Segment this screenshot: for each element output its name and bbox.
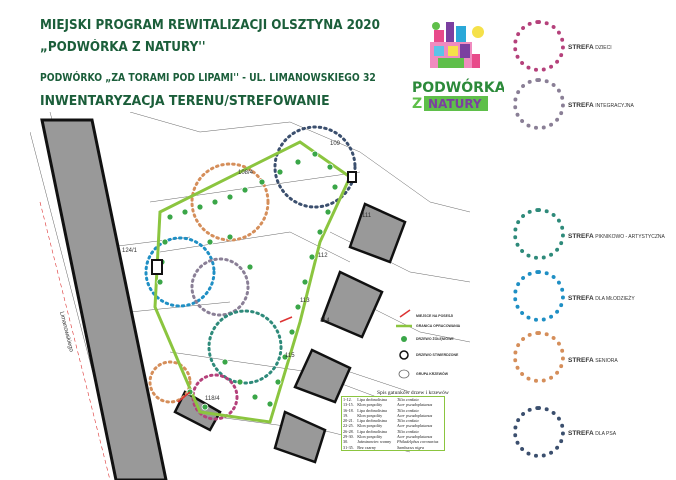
legend-label-drzewo-zoleniowe: DRZEWO ŻÓŁĘNIOWE xyxy=(416,337,454,341)
species-name-latin: Acer pseudoplatanus xyxy=(397,423,433,429)
species-name-pl: Klon pospolity xyxy=(357,402,383,408)
map-legend-icons xyxy=(396,309,412,379)
tree-markers xyxy=(156,150,339,411)
species-row: 19. Klon pospolity Acer pseudoplatanus xyxy=(342,413,445,418)
logo-word-podworka: PODWÓRKA xyxy=(412,78,504,96)
species-number: 22-25. xyxy=(343,423,354,429)
species-name-pl: Klon pospolity xyxy=(357,423,383,429)
svg-text:115: 115 xyxy=(285,353,295,359)
species-name-latin: Sambucus nigra xyxy=(397,444,425,450)
document-subtitle: INWENTARYZACJA TERENU/STREFOWANIE xyxy=(40,93,330,109)
black-ring-icon xyxy=(399,350,409,360)
zone-circle-piknikowo xyxy=(513,208,565,260)
location-title: PODWÓRKO „ZA TORAMI POD LIPAMI'' - UL. L… xyxy=(40,72,376,84)
species-name-latin: Tilia cordata xyxy=(397,428,419,434)
project-name: „PODWÓRKA Z NATURY'' xyxy=(40,40,206,55)
shrub-outline-icon xyxy=(398,369,410,379)
species-number: 19. xyxy=(343,412,349,418)
species-row: 13-15.Klon pospolity Acer pseudoplatanus xyxy=(342,402,445,407)
map-zone-mlodziezy xyxy=(144,236,216,308)
species-row: 31-35.Bez czarny Sambucus nigra xyxy=(342,445,445,451)
zone-circle-seniora xyxy=(513,331,565,383)
svg-text:111: 111 xyxy=(362,213,372,219)
zone-label-dla-psa: STREFA DLA PSA xyxy=(568,430,617,437)
svg-text:124/1: 124/1 xyxy=(122,248,138,254)
map-zone-dla-psa xyxy=(273,125,357,209)
species-table-title: Spis gatunków drzew i krzewów xyxy=(377,390,449,396)
street-label: Limanowskiego xyxy=(58,311,74,353)
zone-label-seniora: STREFA SENIORA xyxy=(568,357,618,364)
zone-label-integracyjna: STREFA INTEGRACYJNA xyxy=(568,102,634,109)
species-row: 29-30.Klon pospolity Acer pseudoplatanus xyxy=(342,434,445,439)
legend-label-miejsce: MIEJSCE NA POSESJI xyxy=(416,314,454,318)
species-name-pl: Jaśminowiec wonny xyxy=(357,439,392,445)
species-name-pl: Lipa drobnolistna xyxy=(357,418,387,424)
species-row: 22-25.Klon pospolity Acer pseudoplatanus xyxy=(342,423,445,428)
species-number: 31-35. xyxy=(343,444,354,450)
legend-label-grupa-krzewow: GRUPA KRZEWÓW xyxy=(416,372,449,376)
species-number: 13-15. xyxy=(343,402,354,408)
map-zone-piknik xyxy=(207,309,283,385)
species-name-pl: Klon pospolity xyxy=(357,434,383,440)
logo-word-natury: NATURY xyxy=(428,97,482,111)
zone-circle-integracyjna xyxy=(513,78,565,130)
zone-circle-mlodziezy xyxy=(513,270,565,322)
long-building xyxy=(40,118,168,480)
species-name-latin: Acer pseudoplatanus xyxy=(397,402,433,408)
legend-label-drzewo-stwierdzone: DRZEWO STWIERDZONE xyxy=(416,353,459,357)
species-name-latin: Tilia cordata xyxy=(397,418,419,424)
species-row: 26-28.Lipa drobnolistna Tilia cordata xyxy=(342,429,445,434)
svg-text:109: 109 xyxy=(330,141,341,147)
red-arrow-icon xyxy=(399,309,411,318)
map-zone-seniora-2 xyxy=(148,360,192,404)
site-plan-map: Limanowskiego 109 10 xyxy=(30,112,470,480)
zone-label-mlodziezy: STREFA DLA MŁODZIEŻY xyxy=(568,295,635,302)
species-name-latin: Tilia cordata xyxy=(397,407,419,413)
podworka-logo: PODWÓRKA Z NATURY xyxy=(412,22,504,112)
species-name-pl: Klon pospolity xyxy=(357,412,383,418)
species-row: 16-18.Lipa drobnolistna Tilia cordata xyxy=(342,408,445,413)
svg-text:113: 113 xyxy=(300,298,310,304)
species-name-pl: Lipa drobnolistna xyxy=(357,407,387,413)
species-name-latin: Acer pseudoplatanus xyxy=(397,412,433,418)
species-number: 20-21. xyxy=(343,418,354,424)
species-row: 1-12. Lipa drobnolistna Tilia cordata xyxy=(342,397,445,403)
zone-label-piknikowo: STREFA PIKNIKOWO - ARTYSTYCZNA xyxy=(568,233,665,240)
species-number: 29-30. xyxy=(343,434,354,440)
species-name-latin: Tilia cordata xyxy=(397,397,419,402)
svg-text:108/4: 108/4 xyxy=(238,170,254,176)
logo-house-icon xyxy=(430,22,484,68)
species-row: 30. Jaśminowiec wonny Philadelphus coronar… xyxy=(342,439,445,444)
species-number: 30. xyxy=(343,439,349,445)
zone-circle-dzieci xyxy=(513,20,565,72)
svg-text:118/4: 118/4 xyxy=(205,396,220,402)
logo-word-z: Z xyxy=(412,96,422,112)
species-number: 16-18. xyxy=(343,407,354,413)
species-number: 1-12. xyxy=(343,397,352,402)
zone-circle-dla-psa xyxy=(513,406,565,458)
svg-text:114: 114 xyxy=(320,318,330,324)
species-name-latin: Philadelphus coronarius xyxy=(397,439,439,445)
species-name-pl: Lipa drobnolistna xyxy=(357,428,387,434)
map-zone-integracyjna xyxy=(190,257,250,317)
zone-label-dzieci: STREFA DZIECI xyxy=(568,44,612,51)
species-name-pl: Lipa drobnolistna xyxy=(357,397,387,402)
legend-label-granica: GRANICA OPRACOWANIA xyxy=(416,324,461,328)
species-row: 20-21.Lipa drobnolistna Tilia cordata xyxy=(342,418,445,423)
green-dot-icon xyxy=(401,336,407,342)
species-number: 26-28. xyxy=(343,428,354,434)
parcel-number-labels: 109 108/4 124/1 111 112 113 114 115 118/… xyxy=(122,141,372,402)
program-title: MIEJSKI PROGRAM REWITALIZACJI OLSZTYNA 2… xyxy=(40,18,380,33)
svg-text:112: 112 xyxy=(318,253,328,259)
species-name-pl: Bez czarny xyxy=(357,444,376,450)
species-name-latin: Acer pseudoplatanus xyxy=(397,434,433,440)
